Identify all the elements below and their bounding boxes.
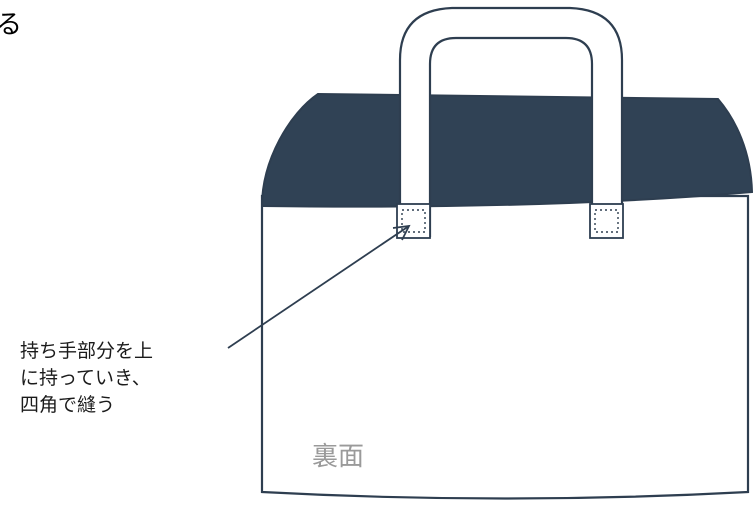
pointer-arrow-line [227, 225, 410, 349]
handle-tab-right [589, 203, 624, 239]
instruction-line-3: 四角で縫う [20, 393, 116, 416]
corner-glyph: る [0, 10, 23, 40]
bag-lining-top [260, 92, 754, 208]
stitch-square-left [401, 209, 426, 233]
bag-body [260, 194, 750, 500]
side-label: 裏面 [312, 442, 365, 472]
handle-tab-left [396, 203, 431, 239]
stitch-square-right [594, 209, 619, 233]
pointer-arrow-head [392, 224, 411, 241]
instruction-line-2: に持っていき、 [20, 366, 151, 389]
instruction-text: 持ち手部分を上 に持っていき、 四角で縫う [20, 338, 230, 419]
instruction-line-1: 持ち手部分を上 [20, 340, 154, 362]
